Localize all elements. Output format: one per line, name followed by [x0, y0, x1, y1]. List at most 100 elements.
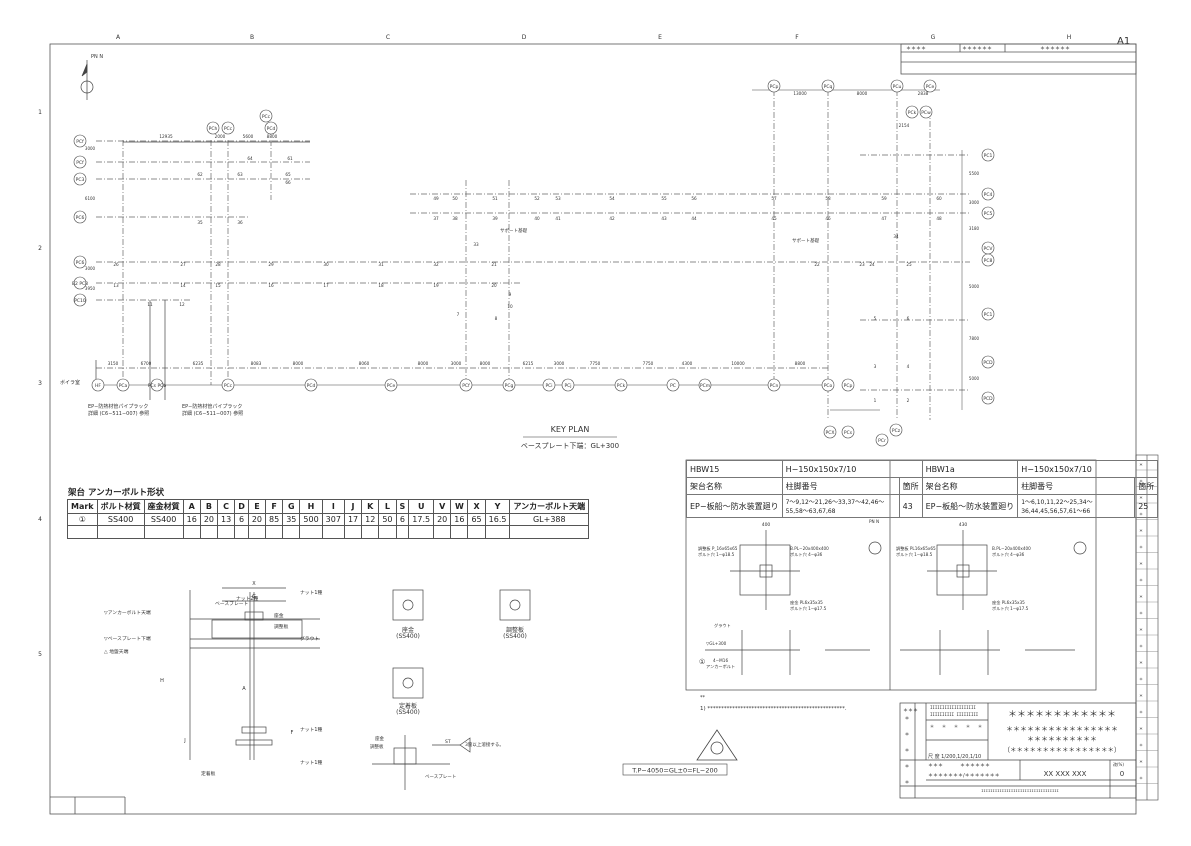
anchor-detail-label: 座金 [274, 612, 284, 619]
anchor-table-empty-cell [282, 525, 301, 539]
anchor-table-empty-cell [182, 525, 201, 539]
grid-bubble [221, 378, 235, 392]
anchor-table-header-cell: K [361, 499, 380, 514]
top-box-cell-2: ＊＊＊＊＊＊ [962, 46, 992, 52]
base-callout-left: ボルト穴 4−φ36 [790, 551, 823, 558]
node-label: 5 [874, 316, 877, 321]
anchor-detail-label: ▽アンカーボルト天端 [104, 609, 151, 616]
top-bubble: PCc [224, 126, 233, 132]
title-row-a-1: ＊＊＊ [928, 763, 943, 769]
grid-bubble [73, 255, 87, 269]
left-dimension: 3000 [85, 266, 96, 271]
bottom-bubble: PCf [462, 383, 470, 389]
node-label: 59 [881, 196, 887, 201]
anchor-table-cell: 16.5 [484, 513, 511, 526]
anchor-table-header-cell: J [343, 499, 363, 514]
grid-bubble [905, 105, 919, 119]
node-label: 23 [859, 262, 865, 267]
hbw-header-name-1: 架台名称 [686, 477, 783, 495]
anchor-table-cell: SS400 [96, 513, 145, 526]
node-label: 48 [936, 216, 942, 221]
top-bubble: PCq [824, 84, 833, 90]
title-row-a-2: ＊＊＊＊＊＊ [960, 763, 990, 769]
grid-bubble [981, 148, 995, 162]
grid-bubble [259, 109, 273, 123]
row-bubble: PC6 [76, 260, 85, 266]
title-scale: 尺 度 1/200,1/20,1/10 [928, 753, 981, 760]
weld-label-plate: 調整板 [370, 743, 384, 750]
anchor-detail-label: ▽ベースプレート下端 [104, 635, 151, 642]
bottom-right-bubble: PCs [844, 430, 853, 436]
revision-entry: ＊ [1139, 710, 1143, 715]
bottom-right-bubble: PCz [892, 428, 901, 434]
grid-row-label: 4 [38, 516, 42, 523]
bottom-bubble: PCd [307, 383, 316, 389]
revision-entry: ＊ [1139, 743, 1143, 748]
anchor-table-cell: 12 [361, 513, 380, 526]
anchor-table-cell: 16 [450, 513, 469, 526]
grid-bubble [823, 425, 837, 439]
node-label: 66 [285, 180, 291, 185]
node-label: 19 [433, 283, 439, 288]
bottom-bubble: PCp [844, 383, 853, 389]
node-label: 29 [268, 262, 274, 267]
title-top-cell: ＊ [954, 725, 959, 730]
grid-bubble [981, 253, 995, 267]
row-bubble: PC3 [76, 177, 85, 183]
row-bubble: PC10 [74, 298, 86, 304]
sheet-id: A1 [1117, 36, 1130, 47]
anchor-table-title: 架台 アンカーボルト形状 [68, 488, 165, 498]
bottom-bubble: PCe [387, 383, 396, 389]
base-callout-right: ボルト穴 1−φ18.5 [896, 551, 933, 558]
notes-marker: ** [700, 695, 706, 701]
top-bubble: PCu [893, 84, 902, 90]
title-revision: 0 [1120, 770, 1124, 778]
title-left-cell: ＊ [904, 716, 909, 722]
node-label: 51 [492, 196, 498, 201]
node-label: 44 [691, 216, 697, 221]
node-label: 31 [378, 262, 384, 267]
top-bubble: PCd [267, 126, 276, 132]
grid-bubble [116, 378, 130, 392]
revision-entry: ＊ [1139, 644, 1143, 649]
anchor-table-header-cell: アンカーボルト天端 [509, 499, 590, 514]
node-label: 22 [814, 262, 820, 267]
node-label: 57 [771, 196, 777, 201]
bottom-dimension: 8000 [293, 361, 304, 366]
node-label: 21 [491, 262, 497, 267]
title-project: ＊＊＊＊＊＊＊＊＊＊＊＊ [1008, 710, 1116, 720]
anchor-table-cell: 85 [265, 513, 284, 526]
anchor-table-header-cell: U [408, 499, 435, 514]
node-label: 61 [287, 156, 293, 161]
left-dimension: 3950 [85, 286, 96, 291]
grid-row-label: 3 [38, 380, 42, 387]
grid-bubble [890, 79, 904, 93]
anchor-dimension-label: H [160, 678, 164, 684]
anchor-table-header-cell: X [467, 499, 486, 514]
node-label: 63 [237, 172, 243, 177]
anchor-table-empty-cell [216, 525, 236, 539]
node-label: 24 [869, 262, 875, 267]
north-arrow-icon [80, 60, 94, 100]
node-label: 28 [215, 262, 221, 267]
anchor-plate-material: (SS400) [396, 709, 420, 716]
anchor-table-cell: 17.5 [408, 513, 435, 526]
anchor-table-header-cell: G [282, 499, 301, 514]
grid-bubble [73, 210, 87, 224]
hbw-row2-no: 1〜6,10,11,22〜25,34〜36,44,45,56,57,61〜66 [1017, 494, 1136, 518]
node-label: 10 [507, 304, 513, 309]
node-label: 50 [452, 196, 458, 201]
grid-column-label: H [1067, 34, 1072, 41]
anchor-table-empty-cell [199, 525, 219, 539]
key-plan-boiler-room: ボイラ室 [60, 379, 80, 386]
right-bubble: PCV [984, 246, 994, 252]
revision-entry: ＊ [1139, 693, 1143, 698]
row-bubble: PCf [76, 160, 84, 166]
title-code2: IIIIIIIIII IIIIIIIII [930, 712, 979, 717]
support-foundation-note-1: サポート基礎 [500, 227, 527, 234]
grid-bubble [73, 276, 87, 290]
node-label: 38 [452, 216, 458, 221]
